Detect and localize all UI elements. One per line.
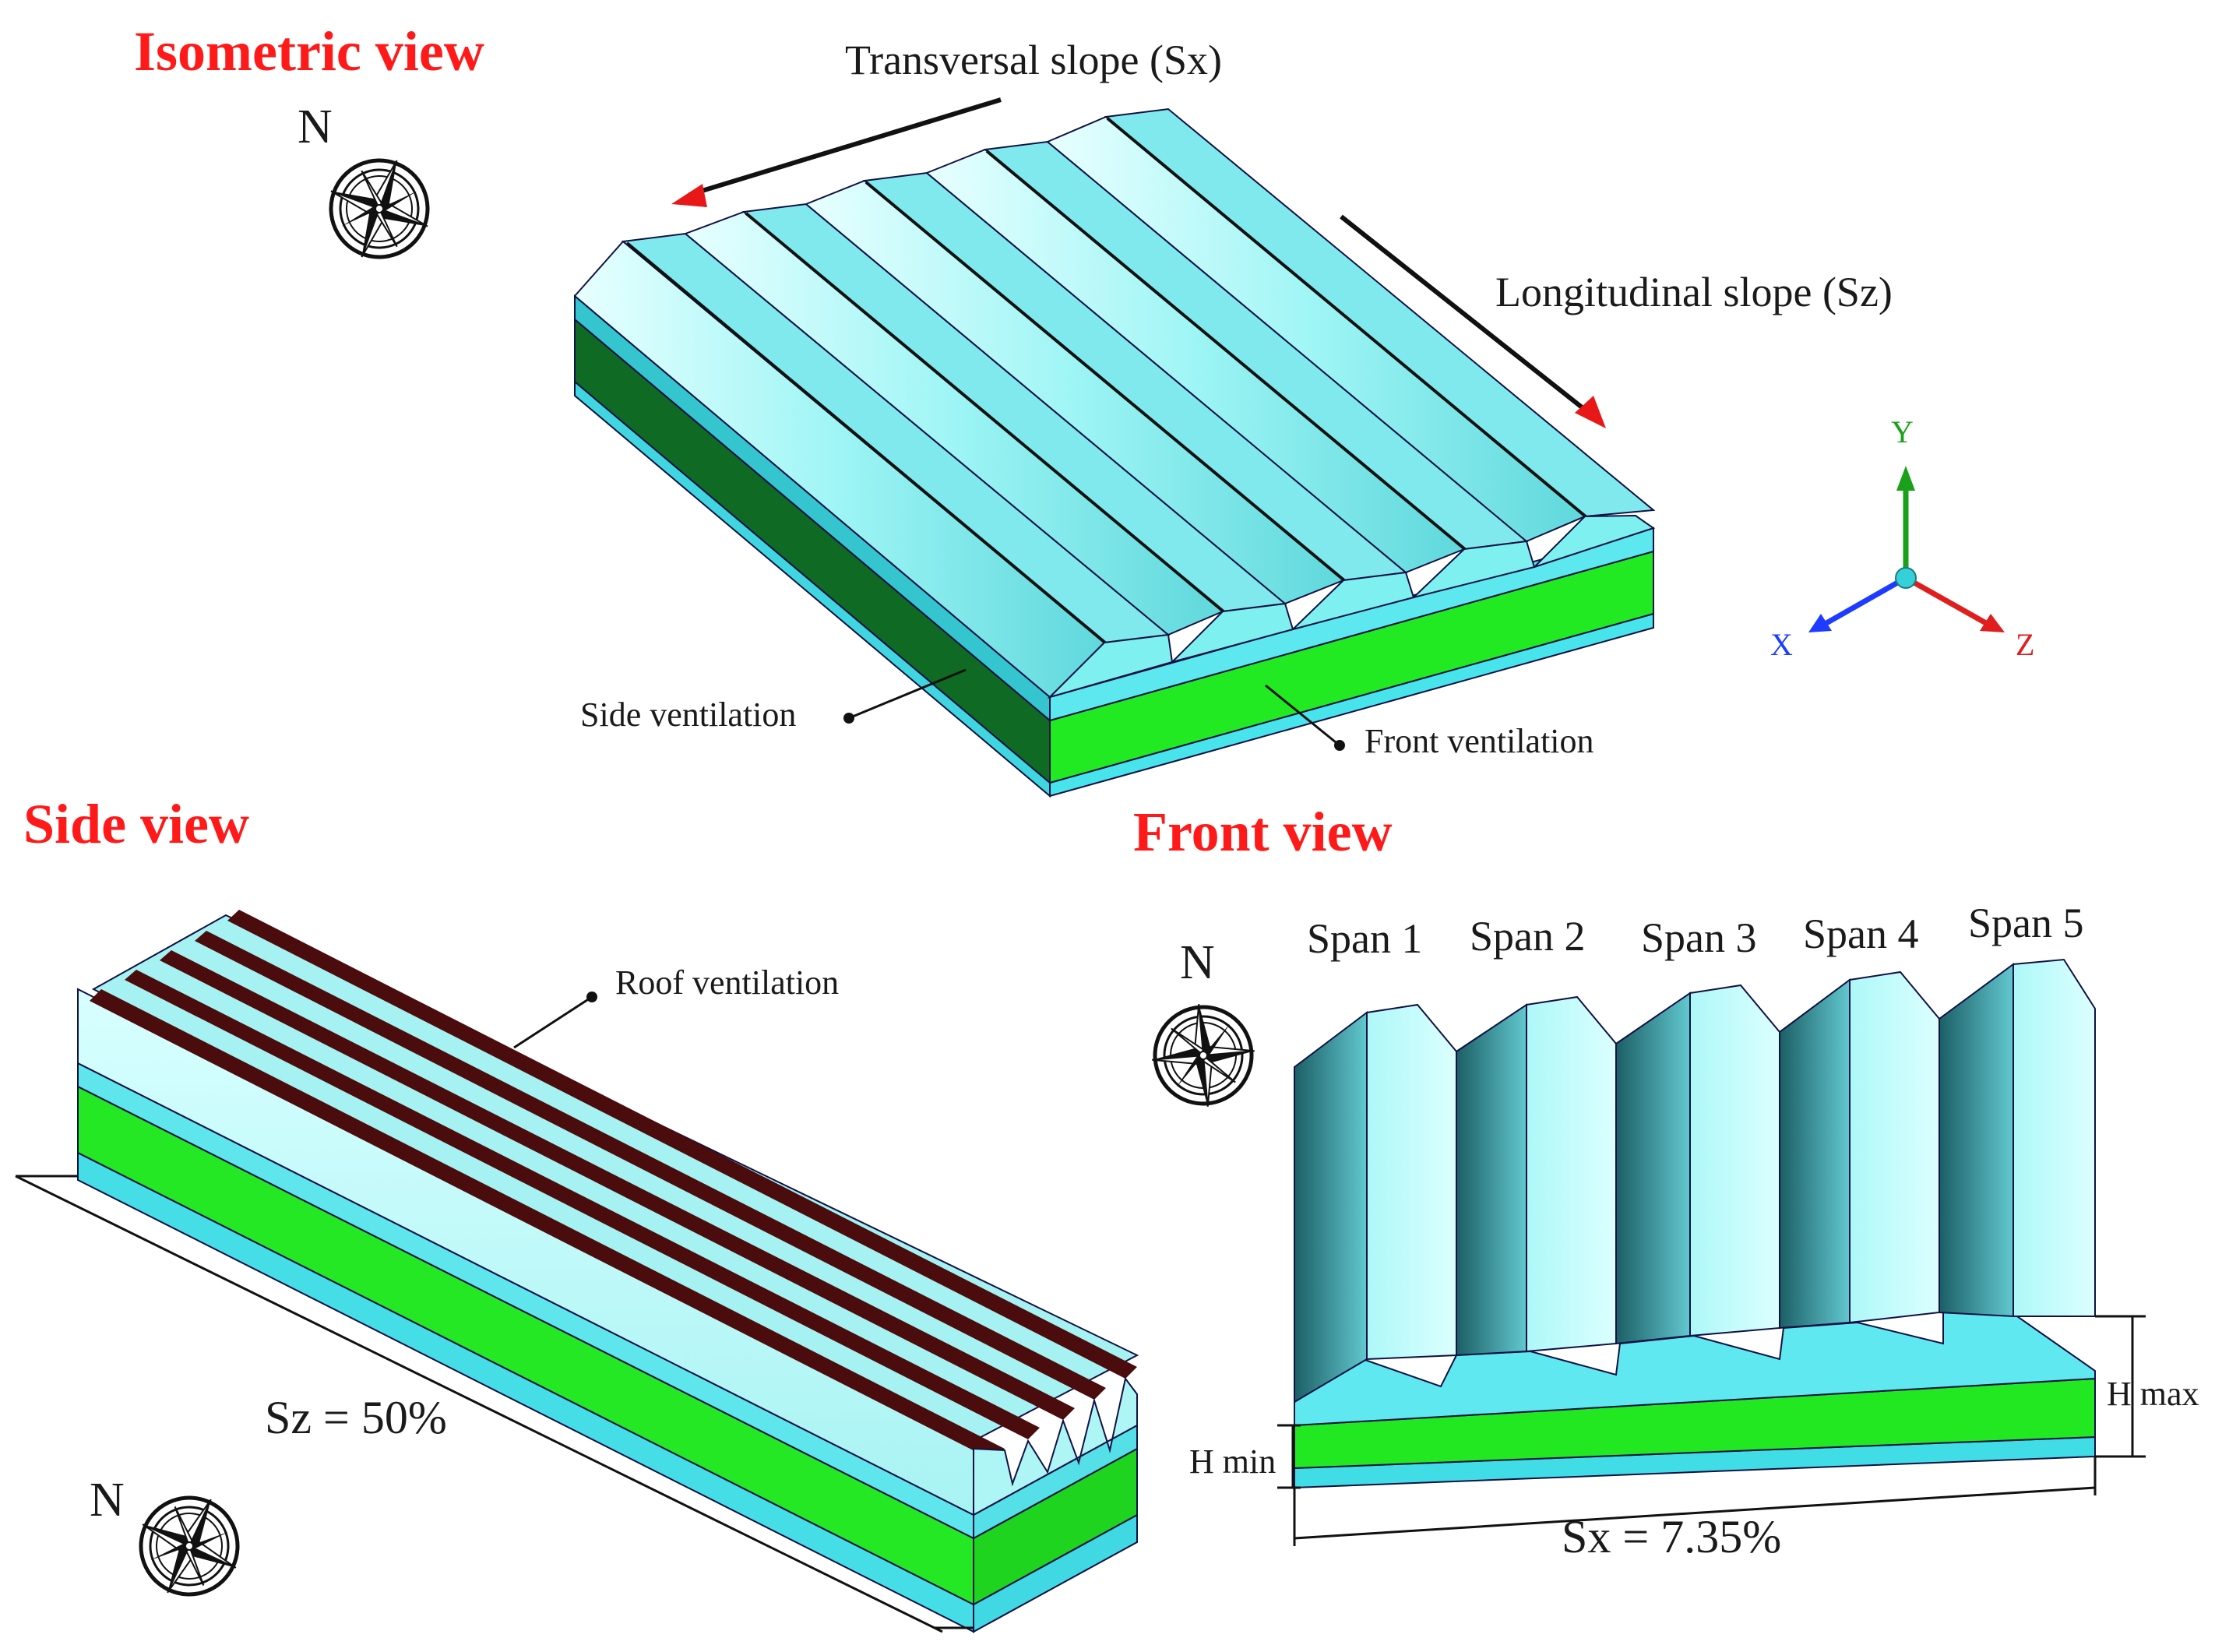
sz-slope-label: Sz = 50% (265, 1392, 447, 1443)
h-min-label: H min (1189, 1442, 1277, 1481)
span-label-1: Span 1 (1307, 915, 1423, 962)
axis-y-label: Y (1891, 414, 1914, 449)
compass-icon (1147, 999, 1259, 1111)
roof-ventilation-label: Roof ventilation (615, 963, 840, 1002)
h-min-dimension (1277, 1424, 1301, 1489)
span-label-3: Span 3 (1641, 914, 1757, 961)
axis-x-label: X (1770, 627, 1793, 662)
axis-z-label: Z (2016, 627, 2035, 662)
roof-ventilation-leader (513, 992, 597, 1049)
side-ventilation-label: Side ventilation (580, 696, 797, 734)
compass-north-letter: N (1180, 936, 1215, 989)
isometric-roof-ridges (573, 107, 1656, 699)
h-max-dimension (2095, 1315, 2146, 1458)
side-ventilation-leader (843, 668, 967, 724)
compass-north-letter: N (298, 100, 333, 153)
sx-slope-label: Sx = 7.35% (1562, 1511, 1782, 1562)
transversal-slope-label: Transversal slope (Sx) (845, 37, 1222, 83)
compass-north-letter: N (90, 1474, 125, 1527)
transversal-slope-arrow (671, 97, 1002, 207)
front-ventilation-label: Front ventilation (1365, 722, 1594, 760)
axis-triad (1808, 466, 2005, 632)
isometric-greenhouse (573, 107, 1656, 798)
longitudinal-slope-arrow (1340, 214, 1606, 428)
span-label-4: Span 4 (1803, 911, 1919, 957)
h-max-label: H max (2107, 1375, 2199, 1413)
longitudinal-slope-label: Longitudinal slope (Sz) (1495, 269, 1893, 315)
isometric-view-title: Isometric view (134, 20, 484, 83)
front-view-greenhouse (1294, 958, 2096, 1489)
front-view-title: Front view (1133, 801, 1393, 863)
compass-icon (121, 1478, 257, 1614)
compass-icon (313, 143, 445, 274)
front-ventilation-leader (1265, 684, 1345, 751)
span-label-5: Span 5 (1968, 900, 2084, 946)
side-view-title: Side view (23, 793, 250, 855)
sz-dimension-line (15, 1175, 974, 1633)
span-label-2: Span 2 (1470, 913, 1586, 960)
side-view-greenhouse (77, 910, 1139, 1633)
sx-dimension-line (1293, 1457, 2097, 1546)
